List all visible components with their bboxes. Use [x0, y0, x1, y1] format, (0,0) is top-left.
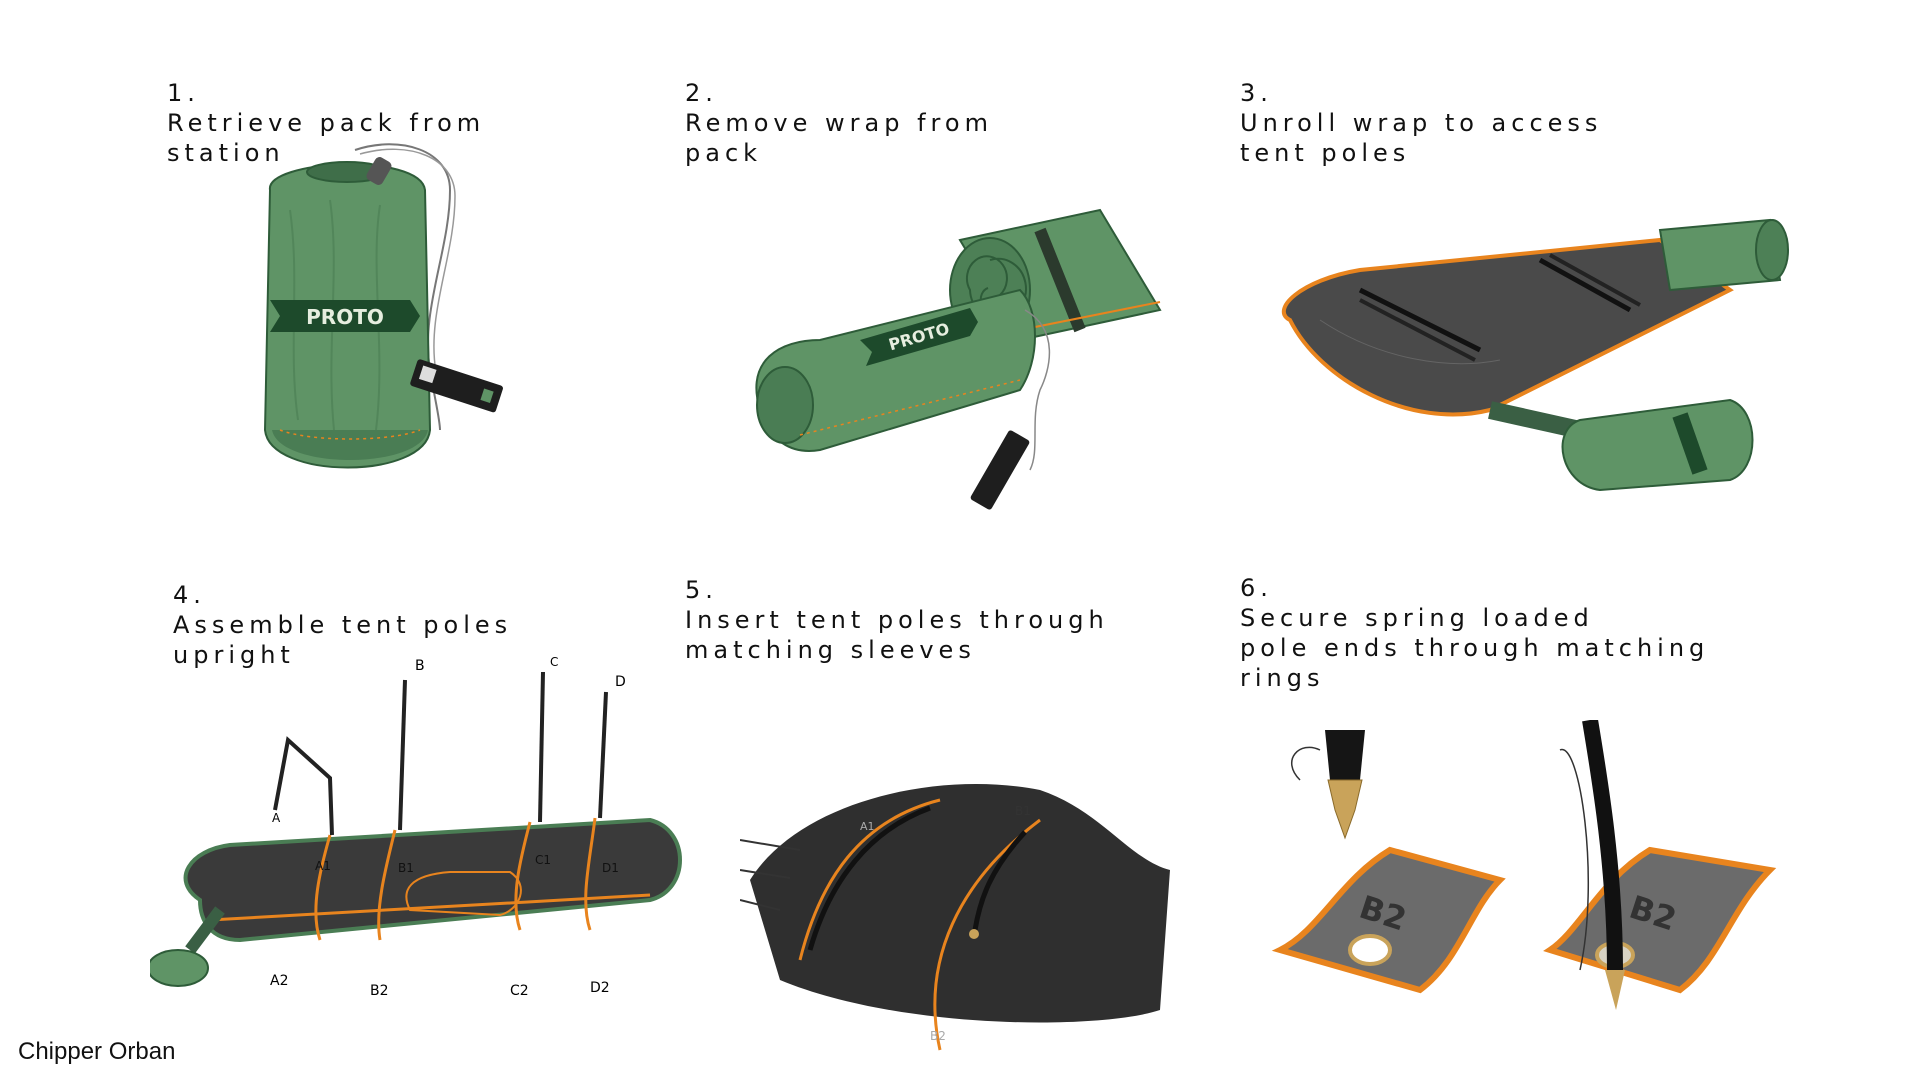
step-6-illustration: B2 B2: [1271, 720, 1777, 1010]
step-2-text: Remove wrap from pack: [685, 109, 993, 167]
pole-top-a: A: [272, 811, 281, 825]
step-6-title: 6. Secure spring loaded pole ends throug…: [1240, 543, 1709, 693]
tag-b1-5: B1: [1015, 804, 1031, 818]
pole-c: [538, 671, 545, 823]
unrolled-wrap: [1282, 237, 1734, 417]
step-5-illustration: A1 B1 B2: [740, 784, 1170, 1051]
ring-label-a2: A2: [270, 973, 288, 989]
step-2-number: 2.: [685, 79, 718, 107]
step-4-number: 4.: [173, 581, 206, 609]
ring-detail-after: B2: [1543, 720, 1777, 1010]
ring-label-d2: D2: [590, 980, 610, 996]
pole-top-d: D: [615, 674, 626, 690]
ring-label-c2: C2: [510, 983, 529, 999]
step-3-text: Unroll wrap to access tent poles: [1240, 109, 1603, 167]
pole-b: [398, 679, 407, 831]
pole-d: [598, 691, 608, 819]
empty-sack-3: [1561, 398, 1754, 492]
tag-b2-5: B2: [930, 1029, 946, 1043]
drawcord: [354, 143, 452, 431]
tent-canopy: [750, 784, 1170, 1023]
ring-label-b2: B2: [370, 983, 389, 999]
sleeve-label-a1: A1: [315, 859, 331, 873]
hang-tag-2: [970, 430, 1030, 510]
rolled-end: [1658, 218, 1789, 292]
pole-a: [273, 736, 334, 836]
step-1-illustration: PROTO: [263, 143, 503, 469]
step-5-number: 5.: [685, 576, 718, 604]
spring-tip: [1327, 779, 1363, 840]
hang-tag: [410, 359, 503, 413]
artist-credit: Chipper Orban: [18, 1038, 176, 1065]
proto-logo: PROTO: [270, 300, 420, 332]
step-1-title: 1. Retrieve pack from station: [167, 48, 485, 168]
step-3-illustration: [1282, 218, 1789, 492]
step-6-number: 6.: [1240, 574, 1273, 602]
step-4-illustration: A B C D A1 B1 C1 D1 A2 B2 C2 D2: [150, 655, 682, 999]
pole-top-b: B: [415, 658, 425, 674]
sleeve-label-d1: D1: [602, 861, 619, 875]
step-2-illustration: PROTO: [755, 208, 1162, 510]
step-2-title: 2. Remove wrap from pack: [685, 48, 993, 168]
step-6-text: Secure spring loaded pole ends through m…: [1240, 604, 1710, 692]
step-5-title: 5. Insert tent poles through matching sl…: [685, 545, 1109, 665]
ring-detail-before: B2: [1271, 730, 1506, 994]
step-3-number: 3.: [1240, 79, 1273, 107]
pole-top-c: C: [550, 655, 558, 669]
proto-logo-text: PROTO: [306, 305, 384, 329]
step-1-number: 1.: [167, 79, 200, 107]
grommet-ring: [1348, 934, 1392, 966]
sleeve-label-b1: B1: [398, 861, 414, 875]
tag-a1-5: A1: [860, 820, 875, 833]
step-5-text: Insert tent poles through matching sleev…: [685, 606, 1109, 664]
step-3-title: 3. Unroll wrap to access tent poles: [1240, 48, 1602, 168]
stowed-sack-4: [150, 949, 209, 987]
pole-sleeves: [314, 817, 597, 941]
sleeve-arc-a: [798, 798, 941, 961]
step-1-text: Retrieve pack from station: [167, 109, 486, 167]
cord-lock: [366, 157, 392, 185]
step-4-title: 4. Assemble tent poles upright: [173, 550, 512, 670]
sleeve-label-c1: C1: [535, 853, 551, 867]
empty-sack: PROTO: [755, 288, 1036, 452]
step-4-text: Assemble tent poles upright: [173, 611, 513, 669]
tent-poles-bundle: [1358, 253, 1641, 362]
tent-body: [183, 817, 682, 943]
tent-poles: [273, 671, 608, 836]
